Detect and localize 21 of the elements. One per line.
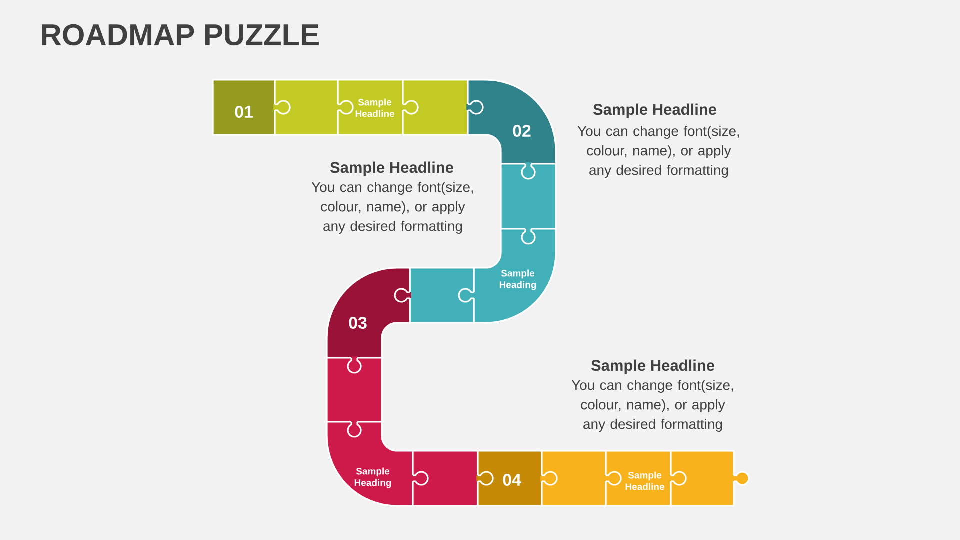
puzzle-piece: 03 (326, 267, 412, 359)
description: You can change font(size, colour, name), or apply any desired formatting (312, 182, 474, 234)
puzzle-piece: Sample Headline (604, 450, 672, 507)
heading: Sample Headline (330, 162, 454, 176)
puzzle-piece (326, 356, 383, 423)
puzzle-piece (402, 79, 469, 136)
puzzle-piece: 04 (476, 450, 543, 507)
description: You can change font(size, colour, name), or apply any desired formatting (578, 126, 740, 178)
heading: Sample Headline (591, 360, 714, 374)
puzzle-piece (500, 162, 557, 230)
description: You can change font(size, colour, name), or apply any desired formatting (572, 380, 734, 432)
puzzle-piece: Sample Headline (336, 79, 404, 136)
puzzle-piece (540, 450, 607, 507)
title: ROADMAP PUZZLE (42, 24, 319, 46)
heading: Sample Headline (593, 104, 716, 118)
puzzle-piece: 02 (466, 79, 557, 165)
puzzle-piece (412, 450, 479, 507)
puzzle-piece (670, 450, 750, 507)
puzzle-piece (409, 267, 476, 324)
puzzle-piece (274, 79, 339, 136)
puzzle-piece: 01 (212, 79, 276, 136)
